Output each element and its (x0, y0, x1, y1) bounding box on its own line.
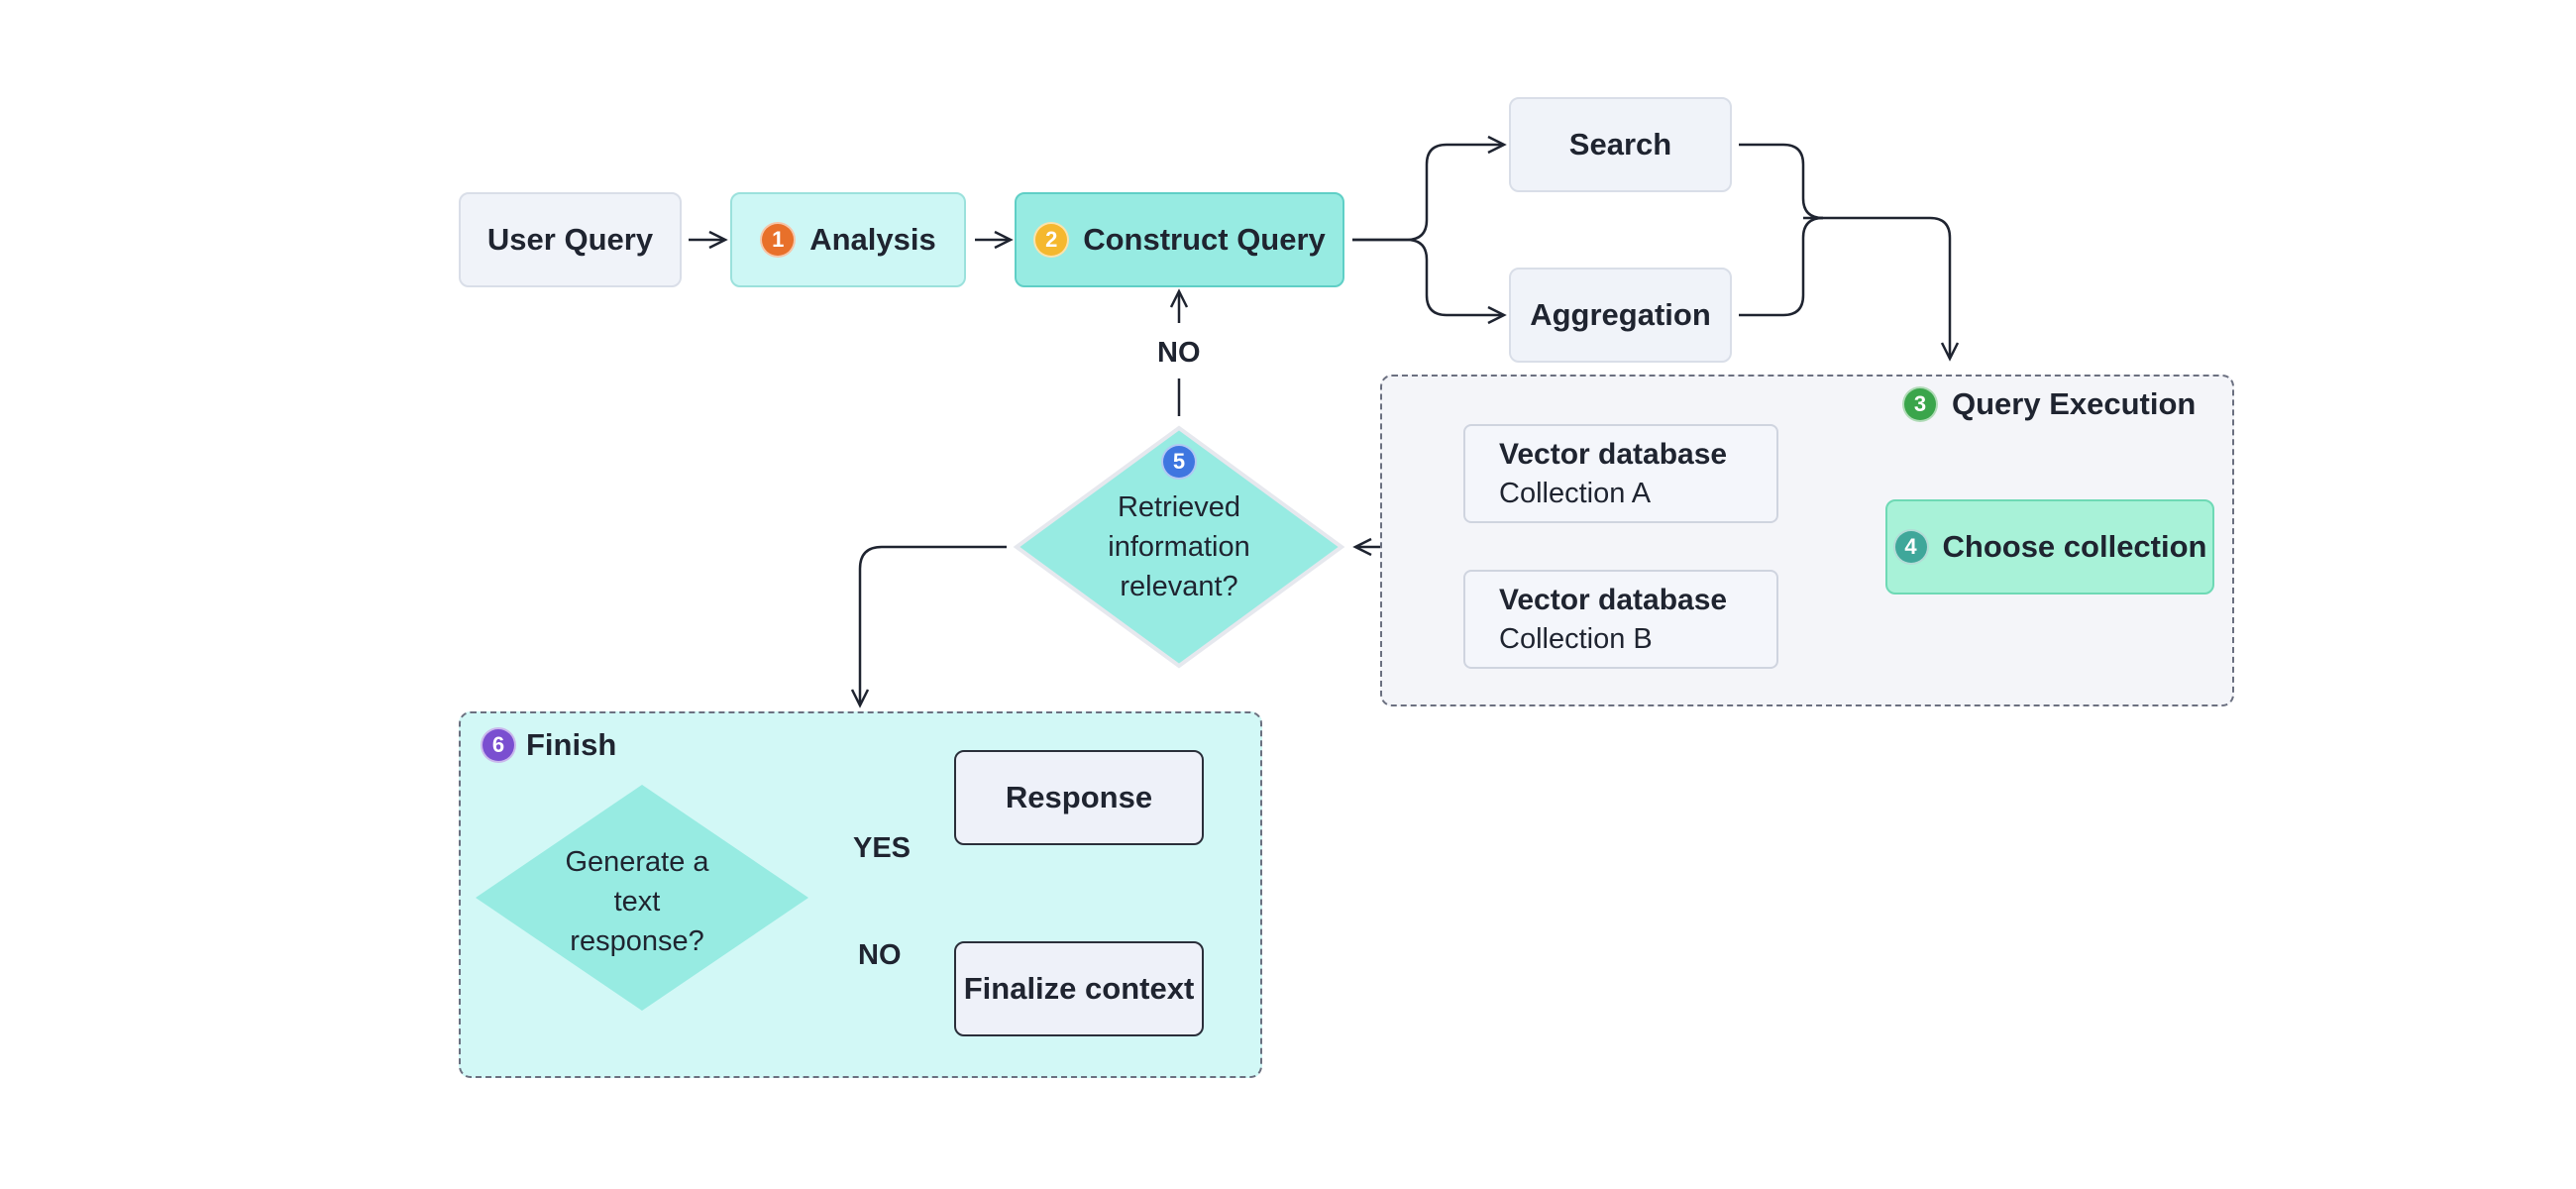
edge-label-no-bottom: NO (858, 939, 902, 971)
aggregation-node: Aggregation (1509, 268, 1732, 363)
relevance-question: Retrieved information relevant? (1050, 487, 1308, 606)
generate-question: Generate a text response? (528, 842, 746, 961)
edge-aggregation-merge (1739, 216, 1824, 317)
query-execution-title: 3 Query Execution (1902, 386, 2196, 422)
relevance-step-badge: 5 (1161, 444, 1197, 480)
finish-label: Finish (526, 727, 617, 762)
response-node: Response (954, 750, 1204, 845)
search-node: Search (1509, 97, 1732, 192)
choose-collection-step-badge: 4 (1892, 529, 1929, 565)
generate-line-3: response? (570, 925, 704, 957)
relevance-line-3: relevant? (1120, 571, 1238, 602)
vector-db-b-subtitle: Collection B (1499, 623, 1653, 655)
user-query-label: User Query (486, 222, 654, 257)
query-execution-label: Query Execution (1952, 386, 2197, 421)
finalize-context-node: Finalize context (954, 941, 1204, 1036)
analysis-step-badge: 1 (760, 222, 797, 258)
generate-line-2: text (613, 886, 661, 918)
edge-label-yes: YES (853, 832, 912, 864)
construct-query-label: Construct Query (1083, 222, 1326, 257)
search-label: Search (1568, 127, 1672, 162)
vector-db-b-title: Vector database (1499, 584, 1728, 616)
analysis-node: 1 Analysis (730, 192, 966, 287)
vector-db-collection-b: Vector database Collection B (1463, 570, 1778, 669)
choose-collection-label: Choose collection (1942, 529, 2207, 564)
edge-construct-aggregation (1352, 238, 1507, 325)
vector-db-collection-a: Vector database Collection A (1463, 424, 1778, 523)
response-label: Response (1005, 780, 1153, 814)
vector-db-a-subtitle: Collection A (1499, 478, 1652, 509)
edge-label-no-top: NO (1157, 337, 1201, 369)
user-query-node: User Query (459, 192, 682, 287)
generate-decision-diamond (476, 785, 808, 1011)
aggregation-label: Aggregation (1530, 297, 1711, 332)
construct-query-node: 2 Construct Query (1015, 192, 1344, 287)
edge-construct-search (1352, 135, 1507, 242)
choose-collection-node: 4 Choose collection (1885, 499, 2214, 594)
vector-db-a-title: Vector database (1499, 438, 1728, 471)
analysis-label: Analysis (809, 222, 936, 257)
edge-relevance-finish (850, 545, 1007, 708)
edge-search-merge (1739, 143, 1824, 220)
construct-query-step-badge: 2 (1033, 222, 1070, 258)
finalize-context-label: Finalize context (963, 971, 1195, 1006)
relevance-line-1: Retrieved (1117, 491, 1241, 523)
relevance-decision-diamond (1013, 425, 1345, 669)
generate-line-1: Generate a (565, 846, 709, 878)
relevance-line-2: information (1108, 531, 1250, 563)
finish-step-badge: 6 (481, 727, 516, 763)
finish-title: 6 Finish (481, 727, 616, 763)
edge-merge-execution (1803, 216, 1960, 362)
query-execution-step-badge: 3 (1902, 386, 1938, 422)
relevance-step-badge-wrap: 5 (1161, 444, 1197, 480)
